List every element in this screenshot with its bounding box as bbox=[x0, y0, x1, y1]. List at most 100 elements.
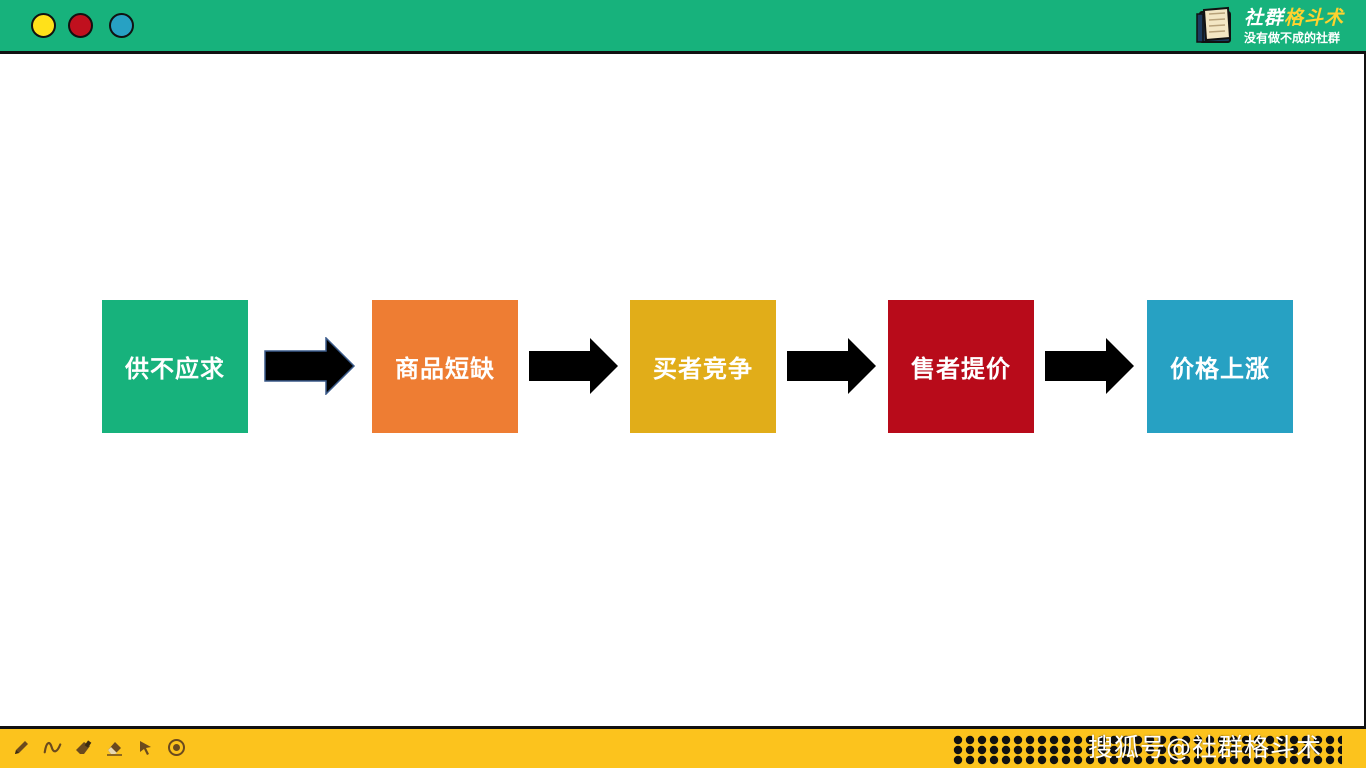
pattern-dot bbox=[1241, 745, 1251, 755]
pattern-dot bbox=[1121, 755, 1131, 765]
pattern-dot bbox=[1025, 735, 1035, 745]
pointer-icon[interactable] bbox=[136, 738, 155, 757]
step-label-4: 售者提价 bbox=[911, 354, 1011, 383]
pattern-dot bbox=[1157, 745, 1167, 755]
pattern-dot bbox=[1169, 735, 1179, 745]
pattern-dot bbox=[965, 735, 975, 745]
step-label-1: 供不应求 bbox=[125, 354, 225, 383]
pattern-dot bbox=[1049, 745, 1059, 755]
pattern-dot bbox=[965, 755, 975, 765]
pattern-dot bbox=[1241, 735, 1251, 745]
pattern-dot bbox=[1205, 745, 1215, 755]
pattern-dot bbox=[1145, 745, 1155, 755]
red-dot-button[interactable] bbox=[68, 13, 93, 38]
pattern-dot bbox=[1265, 735, 1275, 745]
pattern-dot bbox=[1049, 755, 1059, 765]
pattern-dot bbox=[1253, 735, 1263, 745]
pattern-dot bbox=[1325, 745, 1335, 755]
pattern-dot bbox=[1061, 735, 1071, 745]
pattern-dot bbox=[1181, 755, 1191, 765]
pattern-dot bbox=[989, 745, 999, 755]
pattern-dot bbox=[1301, 745, 1311, 755]
pattern-dot bbox=[977, 745, 987, 755]
annotation-toolbar bbox=[12, 738, 186, 757]
pattern-dot bbox=[1037, 755, 1047, 765]
pattern-dot bbox=[1265, 755, 1275, 765]
pattern-dot bbox=[1121, 745, 1131, 755]
step-box-5: 价格上涨 bbox=[1147, 300, 1293, 433]
right-arrow-icon bbox=[264, 337, 356, 395]
pattern-dot bbox=[1001, 755, 1011, 765]
pattern-dot bbox=[1301, 735, 1311, 745]
pattern-dot bbox=[1109, 755, 1119, 765]
pattern-dot bbox=[1253, 745, 1263, 755]
step-label-5: 价格上涨 bbox=[1170, 354, 1270, 383]
blue-dot-button[interactable] bbox=[109, 13, 134, 38]
curve-icon[interactable] bbox=[43, 738, 62, 757]
pattern-dot bbox=[953, 755, 963, 765]
pattern-dot bbox=[1181, 735, 1191, 745]
pattern-dot bbox=[1229, 735, 1239, 745]
highlighter-icon[interactable] bbox=[74, 738, 93, 757]
pattern-dot bbox=[1097, 735, 1107, 745]
right-arrow-icon bbox=[787, 338, 876, 394]
pattern-dot bbox=[1013, 755, 1023, 765]
pattern-dot bbox=[1289, 745, 1299, 755]
pattern-dot bbox=[1253, 755, 1263, 765]
pattern-dot bbox=[1277, 735, 1287, 745]
pattern-dot bbox=[953, 735, 963, 745]
pattern-dot bbox=[1097, 755, 1107, 765]
right-arrow-icon bbox=[529, 338, 618, 394]
pattern-dot bbox=[1313, 755, 1323, 765]
pattern-dot bbox=[977, 755, 987, 765]
step-box-1: 供不应求 bbox=[102, 300, 248, 433]
pattern-dot bbox=[1109, 745, 1119, 755]
pattern-dot bbox=[1265, 745, 1275, 755]
pattern-dot bbox=[1073, 735, 1083, 745]
pattern-dot bbox=[1037, 735, 1047, 745]
pattern-dot bbox=[1337, 755, 1342, 765]
pattern-dot bbox=[1073, 745, 1083, 755]
pattern-dot bbox=[1085, 735, 1095, 745]
pattern-dot bbox=[1097, 745, 1107, 755]
pattern-dot bbox=[1061, 745, 1071, 755]
yellow-dot-button[interactable] bbox=[31, 13, 56, 38]
pattern-dot bbox=[1145, 755, 1155, 765]
step-box-2: 商品短缺 bbox=[372, 300, 518, 433]
eraser-icon[interactable] bbox=[105, 738, 124, 757]
brand-title-part1: 社群 bbox=[1243, 6, 1284, 29]
pattern-dot bbox=[989, 735, 999, 745]
brand-subtitle: 没有做不成的社群 bbox=[1243, 30, 1340, 45]
pattern-dot bbox=[953, 745, 963, 755]
pattern-dot bbox=[1205, 735, 1215, 745]
footer-bar bbox=[0, 726, 1366, 768]
pattern-dot bbox=[1025, 755, 1035, 765]
pattern-dot bbox=[1241, 755, 1251, 765]
laser-icon[interactable] bbox=[167, 738, 186, 757]
pattern-dot bbox=[1313, 735, 1323, 745]
pattern-dot bbox=[1145, 735, 1155, 745]
pattern-dot bbox=[1193, 735, 1203, 745]
pattern-dot bbox=[1337, 735, 1342, 745]
step-box-3: 买者竞争 bbox=[630, 300, 776, 433]
pattern-dot bbox=[1313, 745, 1323, 755]
pattern-dot bbox=[1169, 745, 1179, 755]
pattern-dot bbox=[1133, 735, 1143, 745]
pattern-dot bbox=[1121, 735, 1131, 745]
pattern-dot bbox=[1337, 745, 1342, 755]
brand-title-part2: 格斗术 bbox=[1283, 6, 1344, 29]
book-icon bbox=[1196, 6, 1232, 43]
brand-logo-block: 社群格斗术 没有做不成的社群 bbox=[1194, 2, 1344, 50]
pattern-dot bbox=[1133, 755, 1143, 765]
pattern-dot bbox=[1049, 735, 1059, 745]
pattern-dot bbox=[1277, 745, 1287, 755]
pattern-dot bbox=[1037, 745, 1047, 755]
header-bar: 社群格斗术 没有做不成的社群 bbox=[0, 0, 1366, 54]
pen-icon[interactable] bbox=[12, 738, 31, 757]
step-label-3: 买者竞争 bbox=[653, 354, 753, 383]
right-border bbox=[1364, 54, 1366, 726]
watermark-text: 搜狐号@社群格斗术 bbox=[1088, 733, 1323, 762]
pattern-dot bbox=[989, 755, 999, 765]
step-label-2: 商品短缺 bbox=[395, 354, 495, 383]
